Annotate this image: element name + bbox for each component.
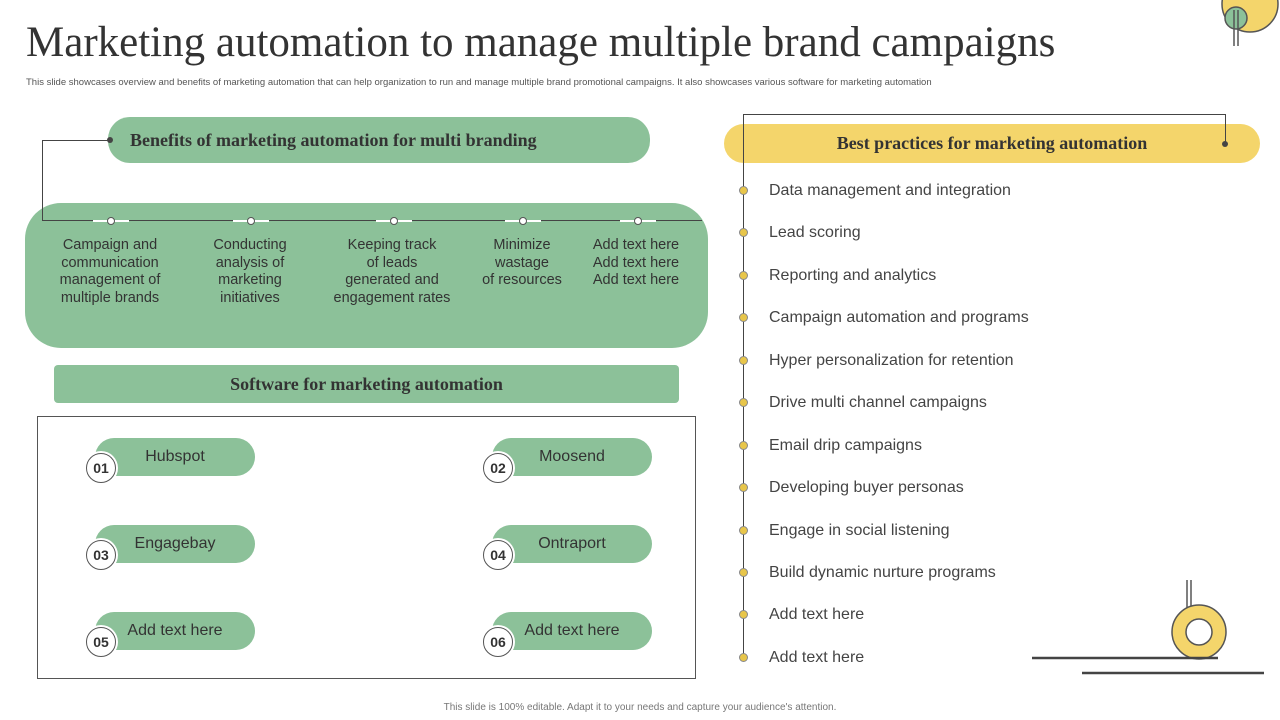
benefit-marker <box>620 217 656 225</box>
footer-note: This slide is 100% editable. Adapt it to… <box>443 702 837 713</box>
benefit-marker <box>233 217 269 225</box>
best-practices-header: Best practices for marketing automation <box>724 124 1260 163</box>
connector-line <box>743 114 1226 115</box>
software-pill: Engagebay <box>95 525 255 563</box>
software-number: 04 <box>483 540 513 570</box>
software-number: 05 <box>86 627 116 657</box>
connector-line <box>42 140 43 221</box>
timeline-dot <box>739 398 748 407</box>
best-practice-item: Email drip campaigns <box>769 437 922 454</box>
best-practice-item: Developing buyer personas <box>769 479 964 496</box>
timeline-dot <box>739 356 748 365</box>
software-pill: Ontraport <box>492 525 652 563</box>
timeline-dot <box>739 313 748 322</box>
decorative-circle-icon <box>1221 0 1279 46</box>
benefits-header: Benefits of marketing automation for mul… <box>108 117 650 163</box>
benefit-marker <box>93 217 129 225</box>
timeline-dot <box>739 526 748 535</box>
benefits-panel <box>25 203 708 348</box>
software-box <box>37 416 696 679</box>
best-practice-item: Reporting and analytics <box>769 267 937 284</box>
timeline-dot <box>739 653 748 662</box>
best-practice-item: Engage in social listening <box>769 522 950 539</box>
timeline-dot <box>739 228 748 237</box>
timeline-dot <box>739 271 748 280</box>
connector-line <box>42 140 110 141</box>
best-practice-item: Data management and integration <box>769 182 1011 199</box>
page-title: Marketing automation to manage multiple … <box>26 19 1056 66</box>
timeline-line <box>743 114 744 660</box>
software-number: 01 <box>86 453 116 483</box>
timeline-dot <box>739 483 748 492</box>
timeline-dot <box>739 610 748 619</box>
page-subtitle: This slide showcases overview and benefi… <box>26 77 932 88</box>
best-practice-item: Lead scoring <box>769 224 861 241</box>
software-number: 06 <box>483 627 513 657</box>
decorative-ring-icon <box>1032 580 1264 675</box>
timeline-dot <box>739 441 748 450</box>
connector-dot <box>107 137 113 143</box>
software-pill: Hubspot <box>95 438 255 476</box>
benefit-marker <box>505 217 541 225</box>
software-number: 03 <box>86 540 116 570</box>
software-pill: Add text here <box>95 612 255 650</box>
connector-dot <box>1222 141 1228 147</box>
best-practice-item: Hyper personalization for retention <box>769 352 1014 369</box>
best-practice-item: Add text here <box>769 649 865 666</box>
best-practice-item: Add text here <box>769 606 865 623</box>
software-number: 02 <box>483 453 513 483</box>
software-header: Software for marketing automation <box>54 365 679 403</box>
benefit-marker <box>376 217 412 225</box>
timeline-dot <box>739 186 748 195</box>
software-pill: Add text here <box>492 612 652 650</box>
timeline-dot <box>739 568 748 577</box>
best-practice-item: Build dynamic nurture programs <box>769 564 996 581</box>
connector-line <box>1225 114 1226 144</box>
best-practice-item: Campaign automation and programs <box>769 309 1029 326</box>
connector-line <box>42 220 702 221</box>
best-practice-item: Drive multi channel campaigns <box>769 394 987 411</box>
software-pill: Moosend <box>492 438 652 476</box>
